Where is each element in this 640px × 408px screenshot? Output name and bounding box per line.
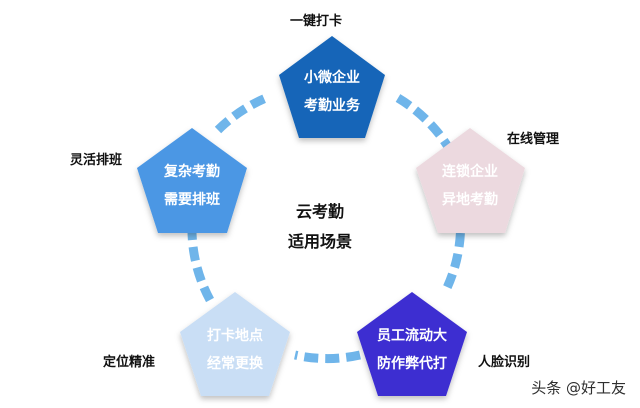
watermark: 头条 @好工友 bbox=[531, 379, 626, 397]
ring-arc-left bbox=[187, 224, 214, 303]
ring-arc-bottom bbox=[294, 350, 361, 363]
center-title: 云考勤 bbox=[296, 202, 345, 221]
label-lower-left: 定位精准 bbox=[103, 355, 156, 370]
label-upper-left: 灵活排班 bbox=[70, 153, 123, 168]
pentagon-shape bbox=[357, 292, 467, 396]
label-upper-right: 在线管理 bbox=[507, 132, 560, 147]
pentagon-shape bbox=[416, 128, 525, 233]
center-subtitle: 适用场景 bbox=[288, 232, 353, 251]
pentagon-upper-left: 复杂考勤 需要排班 bbox=[137, 128, 247, 233]
pentagon-lower-left: 打卡地点 经常更换 bbox=[180, 292, 290, 396]
pentagon-line2: 防作弊代打 bbox=[377, 355, 447, 372]
pentagon-line1: 小微企业 bbox=[304, 69, 360, 86]
label-top: 一键打卡 bbox=[290, 14, 343, 29]
pentagon-lower-right: 员工流动大 防作弊代打 bbox=[357, 292, 467, 396]
pentagon-shape bbox=[180, 292, 290, 396]
pentagon-line1: 员工流动大 bbox=[377, 327, 447, 344]
ring-arc-top-right bbox=[395, 94, 454, 153]
label-lower-right: 人脸识别 bbox=[478, 355, 531, 370]
ring-arc-top-left bbox=[214, 93, 268, 134]
pentagon-shape bbox=[137, 128, 247, 233]
pentagon-line1: 复杂考勤 bbox=[163, 163, 220, 180]
pentagon-top: 小微企业 考勤业务 bbox=[279, 36, 385, 138]
pentagon-line2: 经常更换 bbox=[207, 355, 264, 372]
pentagon-line1: 连锁企业 bbox=[442, 163, 498, 180]
pentagon-upper-right: 连锁企业 异地考勤 bbox=[416, 128, 525, 233]
pentagon-line2: 考勤业务 bbox=[304, 97, 361, 114]
pentagon-line2: 需要排班 bbox=[164, 191, 220, 208]
pentagon-shape bbox=[279, 36, 385, 138]
pentagon-line1: 打卡地点 bbox=[207, 327, 263, 344]
pentagon-line2: 异地考勤 bbox=[442, 191, 498, 208]
